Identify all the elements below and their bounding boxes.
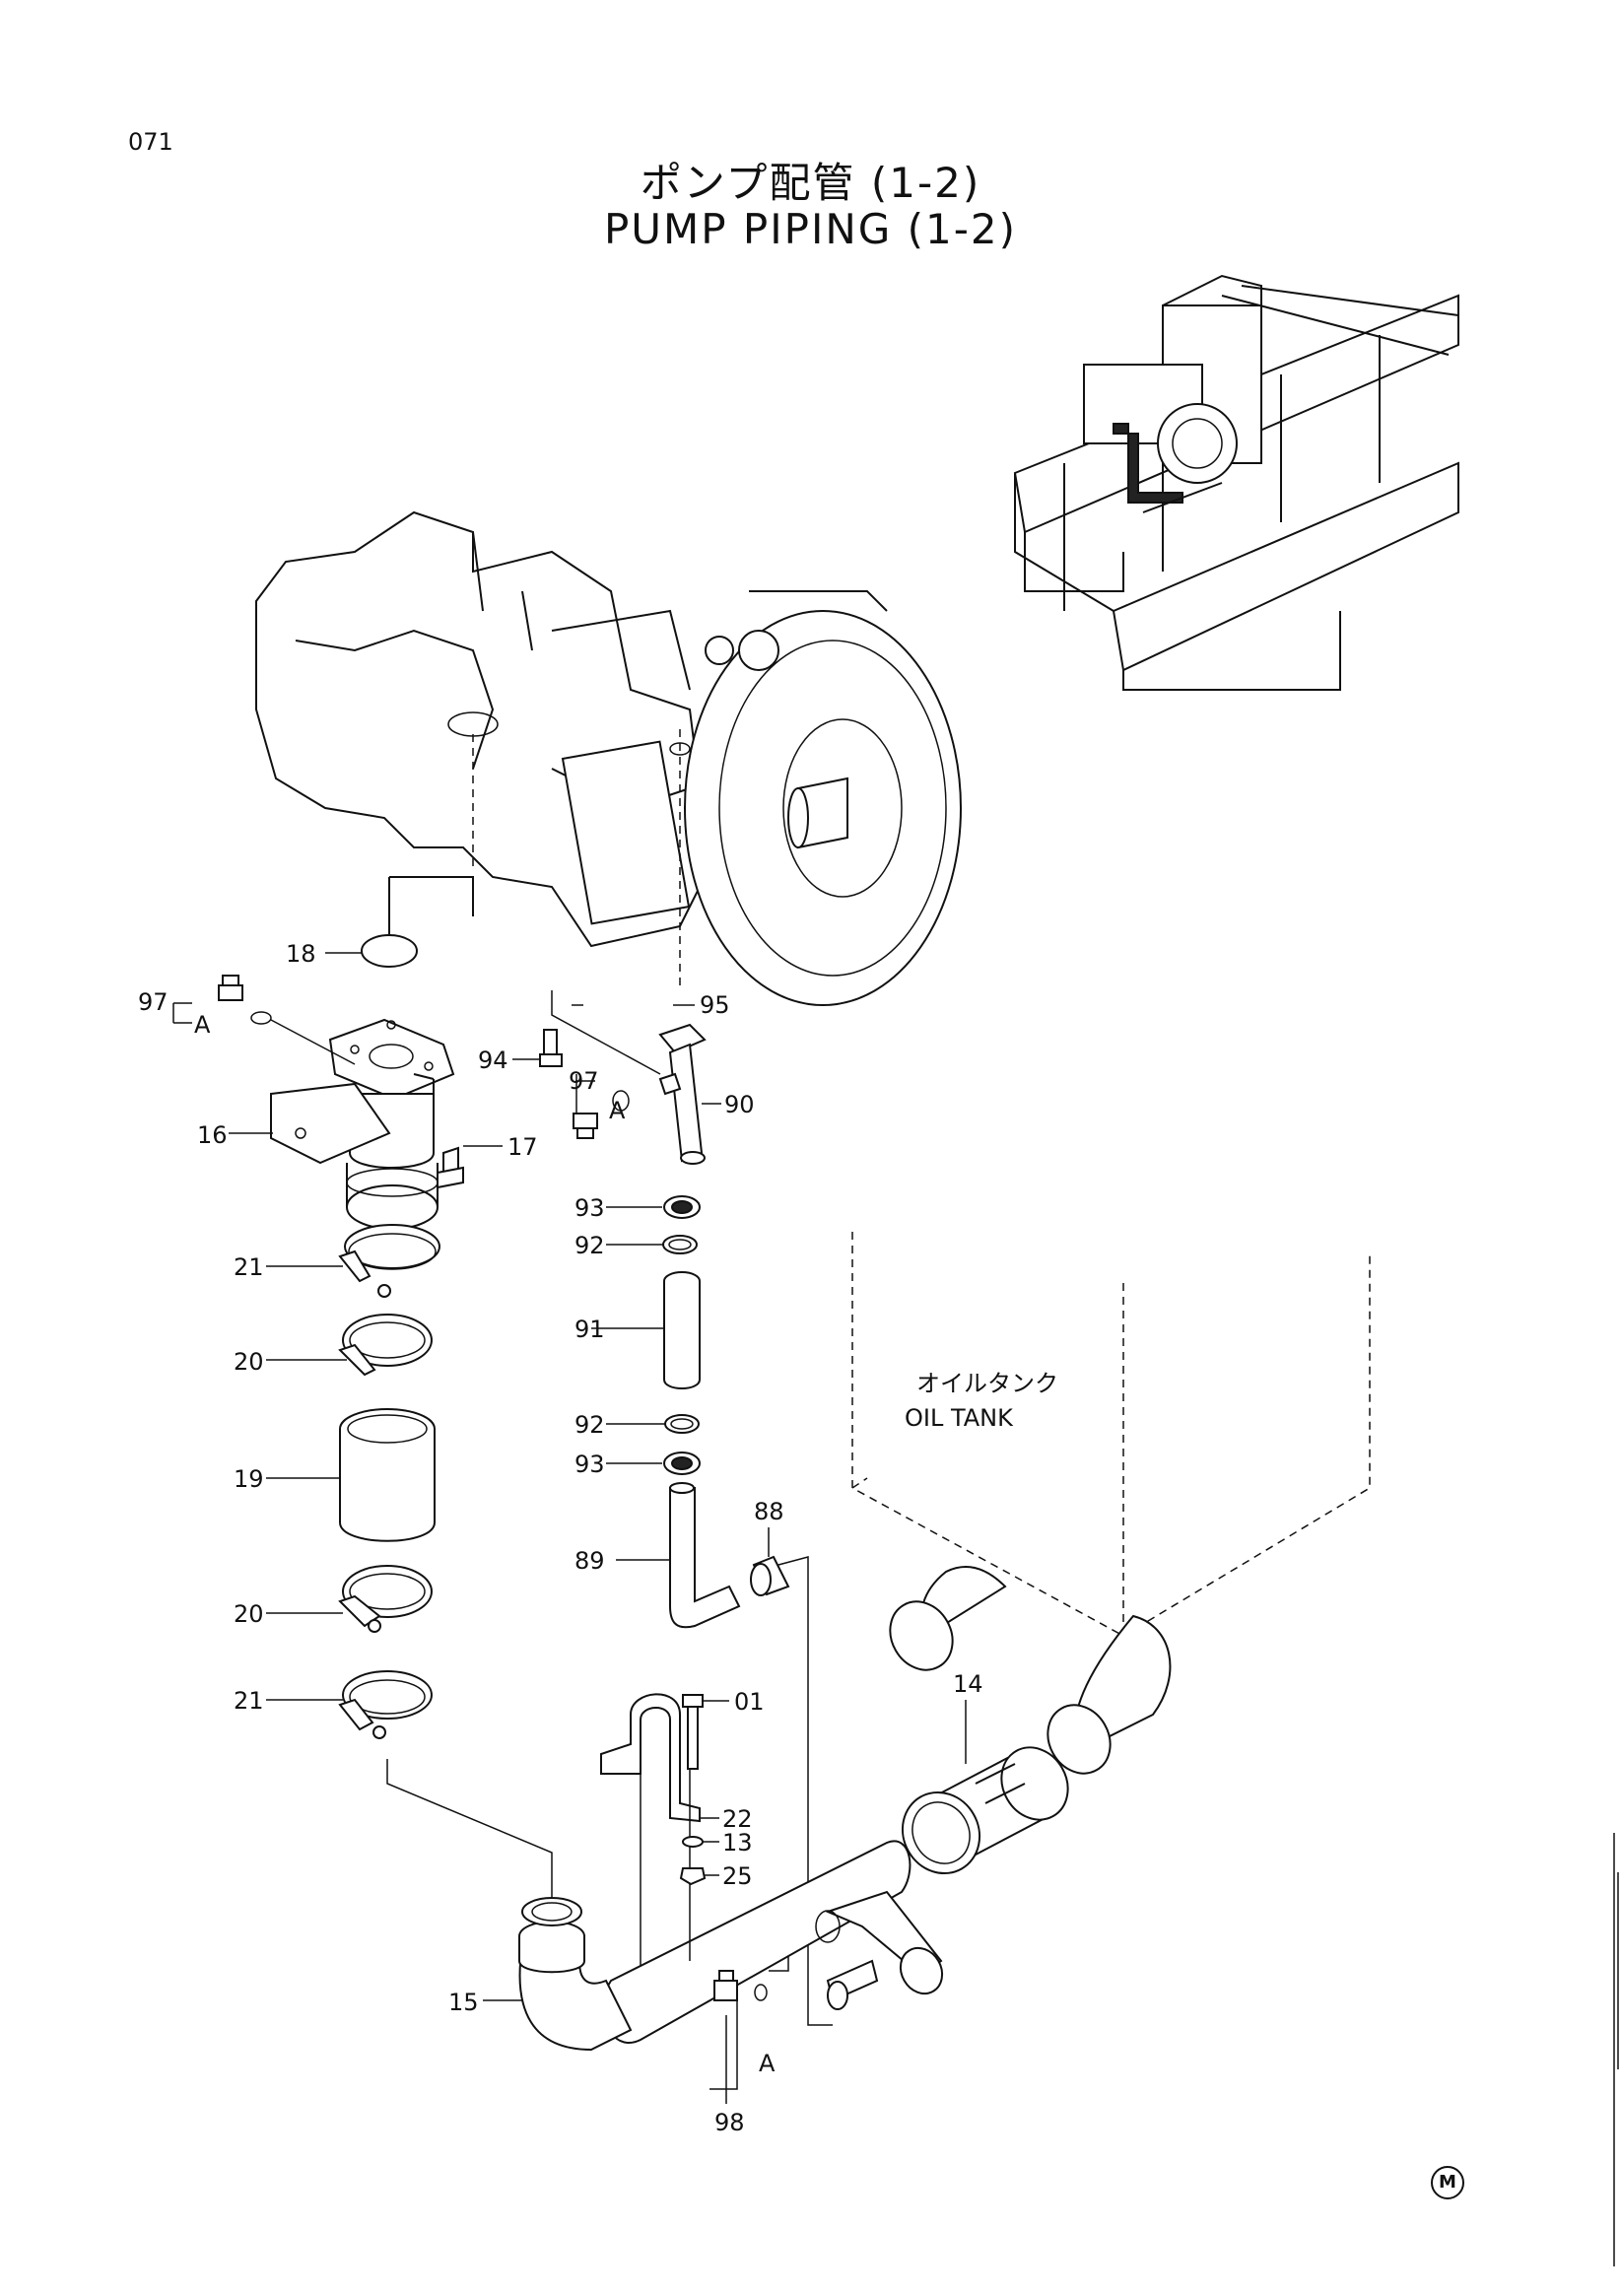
callout-01: 01 — [734, 1688, 765, 1716]
leader-lines — [172, 952, 967, 2104]
callout-21-lower: 21 — [234, 1687, 264, 1715]
drain-pipe-stack — [539, 990, 833, 2026]
suction-pipe-15 — [518, 1693, 944, 2090]
ref-a-upper: A — [194, 1011, 211, 1039]
callout-90: 90 — [724, 1091, 755, 1118]
ref-a-lower: A — [759, 2050, 776, 2077]
callout-14: 14 — [953, 1670, 983, 1698]
callout-92-lower: 92 — [574, 1411, 605, 1439]
callout-89: 89 — [574, 1547, 605, 1575]
callout-94: 94 — [478, 1047, 508, 1074]
callout-25: 25 — [722, 1862, 753, 1890]
page-number: 071 — [128, 128, 173, 156]
callout-19: 19 — [234, 1465, 264, 1493]
hydraulic-pump-assembly — [255, 510, 962, 1006]
callout-98: 98 — [714, 2109, 745, 2136]
callout-labels: 18 95 97 A 16 17 21 20 19 20 21 15 94 97… — [138, 940, 983, 2136]
callout-88: 88 — [754, 1498, 784, 1525]
suction-flange-stack — [218, 934, 553, 1902]
callout-13: 13 — [722, 1829, 753, 1857]
callout-95: 95 — [700, 991, 730, 1019]
callout-92-upper: 92 — [574, 1232, 605, 1259]
callout-20-upper: 20 — [234, 1348, 264, 1376]
callout-15: 15 — [448, 1989, 479, 2016]
page-title-english: PUMP PIPING (1-2) — [603, 205, 1018, 253]
callout-93-upper: 93 — [574, 1194, 605, 1222]
callout-17: 17 — [507, 1133, 538, 1161]
callout-93-lower: 93 — [574, 1451, 605, 1478]
oil-tank-label: オイルタンク OIL TANK — [905, 1370, 1058, 1432]
callout-91: 91 — [574, 1316, 605, 1343]
callout-22: 22 — [722, 1805, 753, 1833]
oil-tank-outline — [851, 1232, 1371, 1637]
tank-outlet-elbows — [889, 1566, 1172, 1875]
model-mark-badge: M — [1431, 2166, 1464, 2199]
ref-a-middle: A — [609, 1097, 626, 1124]
scan-edge-marks — [1613, 1833, 1619, 2266]
callout-97-middle: 97 — [569, 1067, 599, 1095]
oil-tank-label-english: OIL TANK — [905, 1404, 1014, 1432]
page-title-japanese: ポンプ配管 (1-2) — [640, 159, 981, 207]
callout-20-lower: 20 — [234, 1600, 264, 1628]
oil-tank-label-japanese: オイルタンク — [916, 1370, 1058, 1397]
callout-16: 16 — [197, 1121, 228, 1149]
callout-97-upper: 97 — [138, 988, 169, 1016]
callout-18: 18 — [286, 940, 316, 968]
callout-21-upper: 21 — [234, 1253, 264, 1281]
frame-overview-inset — [1013, 274, 1459, 691]
